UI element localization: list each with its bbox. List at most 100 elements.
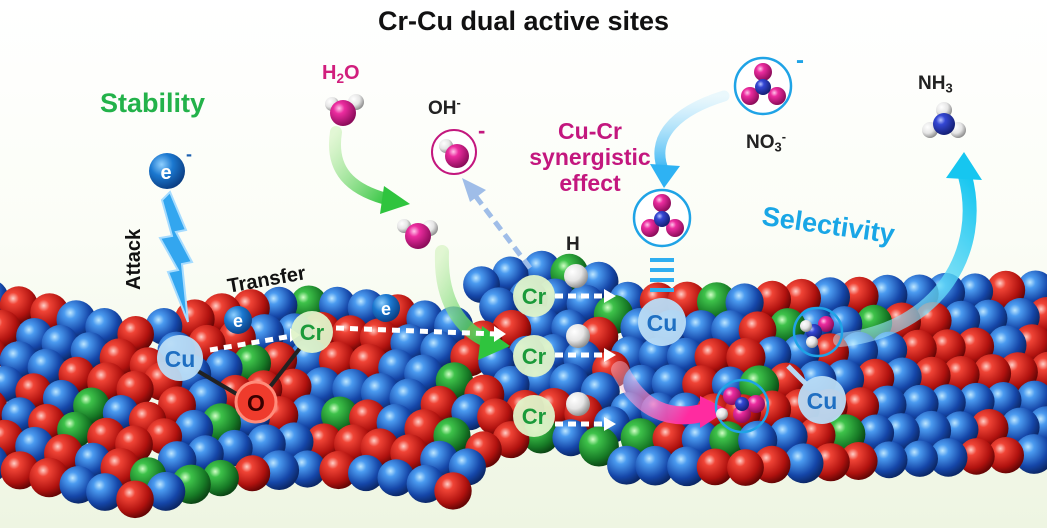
- lattice-copper-atom: [377, 459, 415, 497]
- cr-site-bottom: Cr: [513, 395, 555, 437]
- ammonia-formula: NH3: [918, 74, 953, 96]
- lattice-oxygen-atom: [969, 409, 1009, 448]
- h-transfer-head-3: [604, 417, 616, 431]
- lattice-chromium-atom: [321, 396, 359, 434]
- synergy-line-3: effect: [559, 169, 621, 196]
- lattice-copper-atom: [607, 445, 646, 485]
- lattice-copper-atom: [870, 441, 908, 479]
- hydroxide-formula-base: OH: [428, 98, 457, 120]
- lattice-copper-atom: [216, 429, 253, 467]
- lattice-oxygen-atom: [434, 472, 472, 510]
- hydrogenation-arrow: [611, 361, 715, 425]
- cu-site-left-label: Cu: [165, 346, 196, 372]
- cu-site-middle: Cu: [638, 298, 686, 346]
- stability-label: Stability: [100, 88, 206, 118]
- lattice-copper-atom: [667, 446, 707, 487]
- electron-transfer-1-label: e: [233, 311, 243, 331]
- cu-site-right-label: Cu: [807, 388, 838, 414]
- nitrate-adsorption-arrow: [654, 90, 730, 178]
- lattice-copper-atom: [260, 286, 298, 324]
- lattice-copper-atom: [1017, 270, 1047, 308]
- lattice-copper-atom: [86, 473, 124, 511]
- nitrate-formula-sup: -: [781, 129, 786, 144]
- synergy-label: Cu-Cr synergistic effect: [520, 118, 660, 196]
- intermediate-species-lower: [714, 378, 770, 434]
- adsorption-bond-bars: [650, 258, 674, 292]
- lattice-oxygen-atom: [116, 480, 154, 519]
- o-site-label: O: [247, 390, 265, 416]
- lattice-copper-atom: [288, 450, 326, 488]
- lattice-copper-atom: [259, 450, 300, 490]
- lattice-copper-atom: [929, 438, 968, 477]
- cr-site-middle: Cr: [513, 335, 555, 377]
- hydroxide-release-arrowhead: [462, 178, 486, 202]
- lattice-copper-atom: [348, 454, 385, 492]
- electron-incoming-charge: -: [186, 144, 192, 164]
- electron-transfer-2-label: e: [381, 299, 391, 319]
- h-transfer-head-1: [604, 289, 616, 303]
- o-site: O: [234, 380, 278, 424]
- hydroxide-formula: OH-: [428, 95, 461, 120]
- electron-incoming-label: e: [160, 162, 171, 184]
- nitrate-formula-sub: 3: [774, 139, 782, 155]
- electron-transfer-2: e: [372, 294, 400, 322]
- h-transfer-head-2: [604, 348, 616, 362]
- cu-o-bond: [194, 368, 242, 398]
- water-formula-tail: O: [344, 62, 360, 84]
- lattice-oxygen-atom: [727, 449, 764, 486]
- adsorbed-h-1: [564, 264, 588, 288]
- ammonia-molecule: [922, 102, 966, 138]
- cr-site-top-label: Cr: [522, 284, 547, 309]
- nitrate-formula-base: NO: [746, 132, 775, 154]
- lattice-oxygen-atom: [305, 423, 343, 461]
- water-adsorption-arrow: [329, 126, 396, 206]
- hydrogenation-arrowhead: [700, 396, 728, 428]
- hydroxide-release-arrow: [472, 192, 532, 270]
- ammonia-desorption-arrow: [833, 169, 977, 347]
- cu-site-right: Cu: [798, 376, 846, 424]
- lattice-oxygen-atom: [234, 455, 271, 492]
- lattice-copper-atom: [1014, 434, 1047, 474]
- lattice-copper-atom: [146, 471, 186, 511]
- lattice-oxygen-atom: [29, 457, 69, 498]
- hydrogen-label: H: [566, 234, 580, 255]
- adsorbed-h-2: [566, 324, 590, 348]
- electron-transfer-head-2: [494, 326, 506, 342]
- water-formula: H2O: [322, 63, 360, 85]
- diagram-title: Cr-Cu dual active sites: [377, 6, 670, 36]
- nitrate-ion-adsorbed: [632, 188, 692, 248]
- water-molecule-top: [325, 94, 364, 126]
- cr-site-bottom-label: Cr: [522, 404, 547, 429]
- electron-transfer-1: e: [224, 306, 252, 334]
- lattice-oxygen-atom: [958, 438, 995, 475]
- attack-label: Attack: [123, 228, 145, 290]
- lattice-oxygen-atom: [942, 356, 980, 393]
- lattice-oxygen-atom: [753, 280, 791, 319]
- cu-to-intermediate-arrow: [786, 364, 808, 386]
- lattice-oxygen-atom: [913, 356, 951, 395]
- cr-site-top: Cr: [513, 275, 555, 317]
- cu-site-left: Cu: [157, 335, 203, 381]
- nitrate-formula: NO3-: [746, 129, 786, 155]
- hydroxide-charge: -: [478, 118, 485, 143]
- water-molecule-adsorbed: [397, 219, 438, 249]
- electron-transfer-line-2: [335, 325, 497, 337]
- nitrate-ion-free: -: [733, 47, 804, 116]
- cr-site-left-label: Cr: [300, 320, 325, 345]
- cr-o-bond: [264, 346, 302, 394]
- lattice-copper-atom: [635, 445, 675, 486]
- electron-incoming: e -: [149, 144, 192, 189]
- nitrate-charge: -: [796, 47, 804, 74]
- adsorbed-h-3: [566, 392, 590, 416]
- hydroxide-formula-sup: -: [456, 95, 461, 110]
- synergy-line-2: synergistic: [529, 143, 651, 170]
- synergy-line-1: Cu-Cr: [558, 118, 622, 144]
- lattice-oxygen-atom: [319, 450, 358, 490]
- lattice-copper-atom: [901, 440, 938, 477]
- hydroxide-ion: -: [431, 118, 485, 175]
- attack-lightning: [158, 190, 194, 323]
- water-adsorption-arrowhead: [380, 186, 410, 214]
- ammonia-formula-sub: 3: [945, 80, 953, 96]
- cr-site-middle-label: Cr: [522, 344, 547, 369]
